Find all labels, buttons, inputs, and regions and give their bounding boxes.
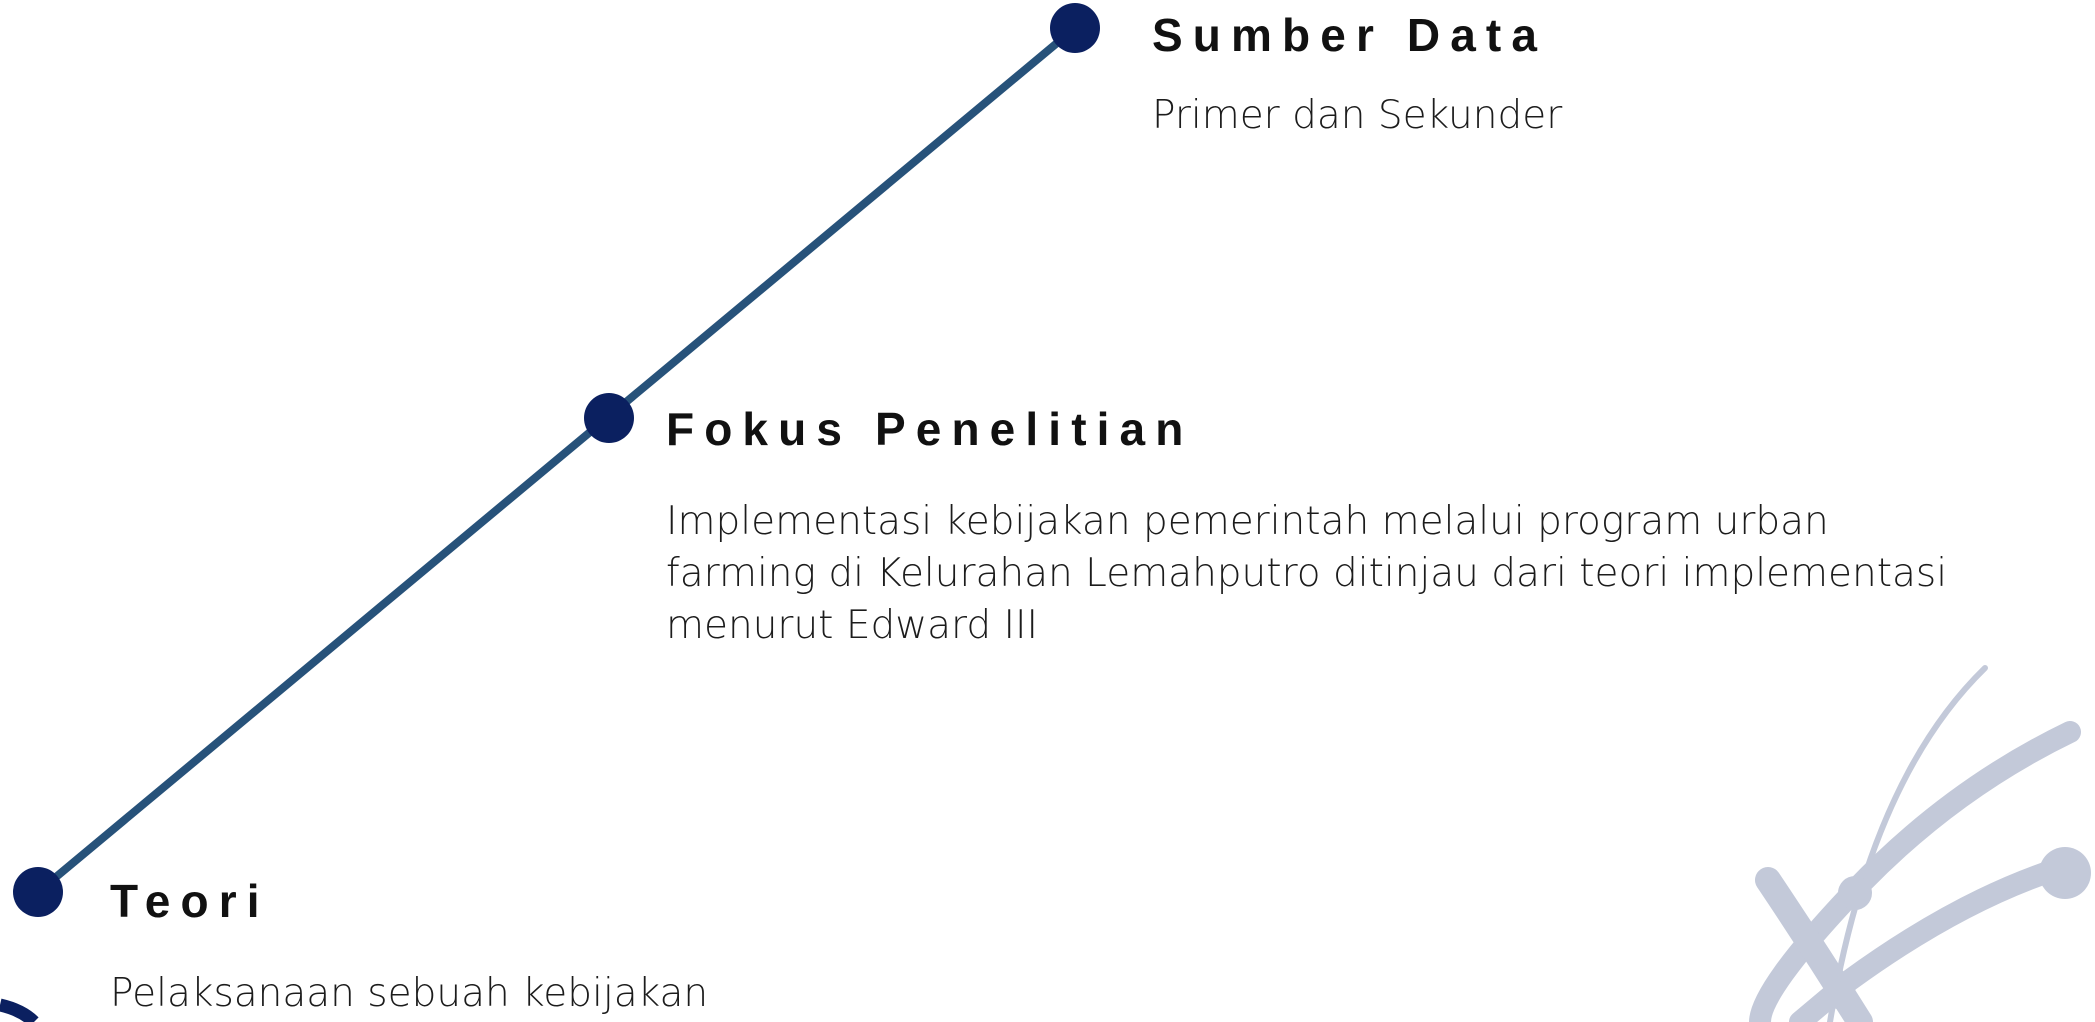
description-line: farming di Kelurahan Lemahputro ditinjau…: [666, 550, 1948, 596]
decoration-curve: [1789, 857, 2071, 1022]
decoration-curve: [1827, 665, 1988, 1022]
description-line: Primer dan Sekunder: [1152, 93, 1563, 138]
node-title-teori: Teori: [110, 875, 270, 927]
decoration-node: [2039, 847, 2091, 899]
node-description-fokus-penelitian: Implementasi kebijakan pemerintah melalu…: [666, 496, 1947, 652]
decoration-curve: [1749, 721, 2081, 1022]
description-line: menurut Edward III: [666, 602, 1039, 648]
timeline-node-marker-teori: [13, 867, 63, 917]
decoration-node: [1824, 981, 1852, 1009]
node-description-sumber-data: Primer dan Sekunder: [1152, 90, 1562, 142]
timeline-connector-line: [34, 24, 1079, 896]
network-decoration-graphic: [1749, 665, 2091, 1022]
node-title-fokus-penelitian: Fokus Penelitian: [666, 403, 1194, 455]
decoration-node: [1838, 876, 1872, 910]
description-line: Pelaksanaan sebuah kebijakan: [110, 971, 709, 1016]
node-title-sumber-data: Sumber Data: [1152, 9, 1548, 61]
corner-arc-decoration: [0, 998, 39, 1022]
timeline-node-marker-fokus-penelitian: [584, 393, 634, 443]
timeline-node-marker-sumber-data: [1050, 3, 1100, 53]
decoration-curve: [1755, 867, 1873, 1022]
description-line: Implementasi kebijakan pemerintah melalu…: [666, 499, 1829, 544]
node-description-teori: Pelaksanaan sebuah kebijakan: [110, 968, 708, 1020]
